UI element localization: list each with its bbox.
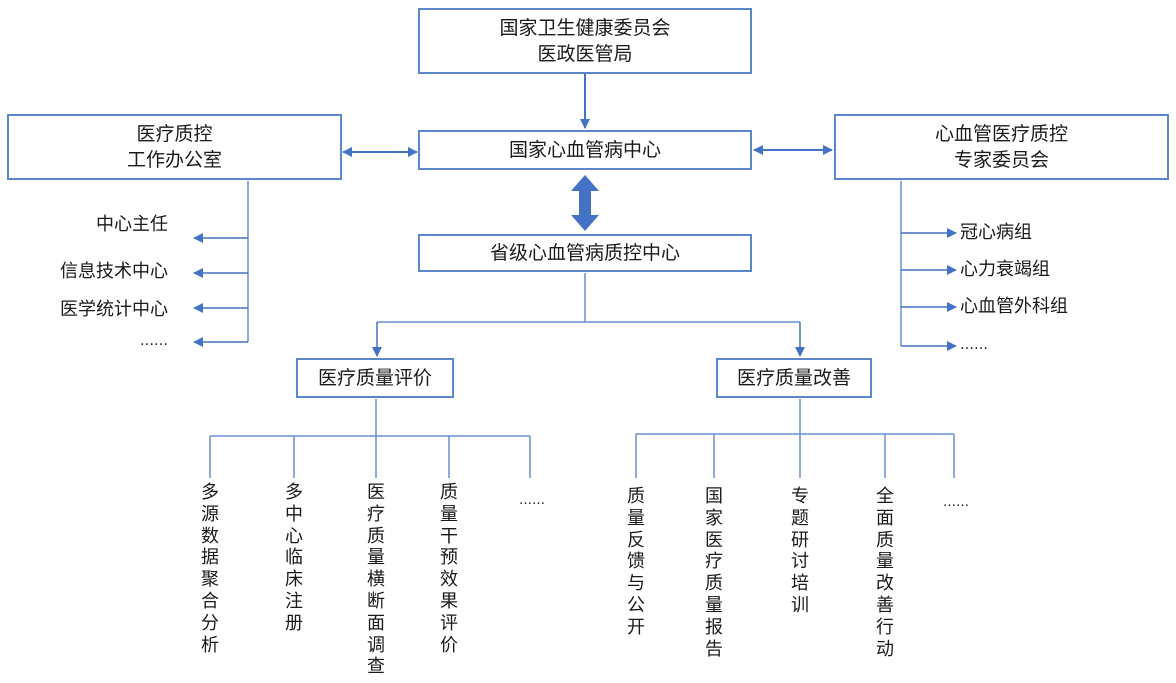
office-line2: 工作办公室: [126, 149, 222, 171]
expert-item-chd: 冠心病组: [960, 222, 1032, 243]
improvement-box: 医疗质量改善: [716, 358, 872, 398]
eval-item-data-aggregation: 多源数据聚合分析: [201, 482, 219, 656]
expert-item-surgery: 心血管外科组: [960, 296, 1068, 317]
office-item-director: 中心主任: [96, 214, 168, 235]
improve-item-national-report: 国家医疗质量报告: [705, 486, 723, 660]
expert-item-heart-failure: 心力衰竭组: [960, 259, 1050, 280]
improvement-label: 医疗质量改善: [736, 367, 851, 389]
expert-item-more: ……: [960, 337, 988, 353]
eval-item-more: ……: [519, 493, 545, 508]
office-item-statistics-center: 医学统计中心: [60, 299, 168, 320]
nhc-line1: 国家卫生健康委员会: [499, 17, 671, 39]
improve-item-action: 全面质量改善行动: [876, 486, 894, 660]
eval-item-registry: 多中心临床注册: [285, 482, 303, 634]
provincial-label: 省级心血管病质控中心: [489, 242, 680, 264]
double-arrow-center-provincial: [571, 175, 599, 231]
evaluation-box: 医疗质量评价: [296, 358, 454, 398]
expert-line2: 专家委员会: [953, 149, 1049, 171]
office-item-it-center: 信息技术中心: [60, 261, 168, 282]
office-item-more: ……: [140, 333, 168, 349]
evaluation-label: 医疗质量评价: [317, 367, 432, 389]
center-label: 国家心血管病中心: [508, 139, 661, 161]
provincial-box: 省级心血管病质控中心: [418, 234, 752, 272]
improve-item-training: 专题研讨培训: [791, 486, 809, 616]
eval-item-intervention: 质量干预效果评价: [440, 482, 458, 656]
nhc-line2: 医政医管局: [537, 43, 633, 65]
eval-item-survey: 医疗质量横断面调查: [367, 482, 385, 678]
office-line1: 医疗质控: [136, 123, 213, 145]
expert-line1: 心血管医疗质控: [934, 123, 1068, 145]
nhc-box: 国家卫生健康委员会 医政医管局: [418, 8, 752, 74]
expert-box: 心血管医疗质控 专家委员会: [834, 114, 1169, 180]
office-box: 医疗质控 工作办公室: [7, 114, 342, 180]
improve-item-more: ……: [943, 495, 969, 510]
improve-item-feedback: 质量反馈与公开: [627, 486, 645, 638]
center-box: 国家心血管病中心: [418, 130, 752, 170]
